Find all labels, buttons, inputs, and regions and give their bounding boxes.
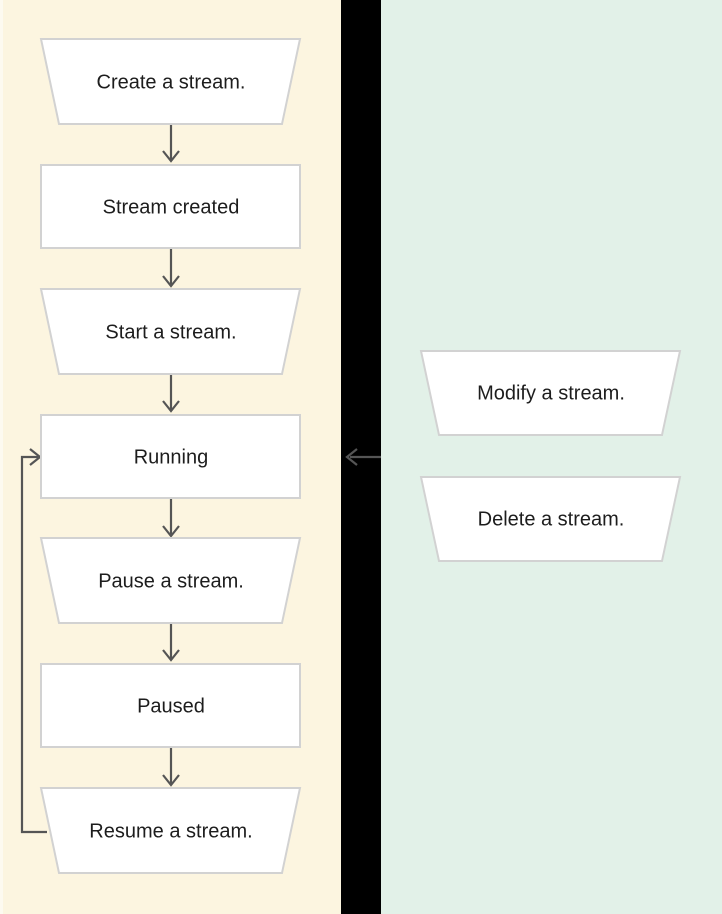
node-pause-a-stream-label: Pause a stream. [98, 570, 244, 592]
edge-running-to-pause [162, 499, 180, 538]
node-start-a-stream[interactable]: Start a stream. [39, 288, 302, 375]
node-create-a-stream-label: Create a stream. [97, 71, 246, 93]
edge-pause-to-paused [162, 623, 180, 662]
node-paused-label: Paused [137, 695, 205, 717]
edge-create-to-created [162, 124, 180, 163]
node-create-a-stream[interactable]: Create a stream. [39, 38, 302, 125]
node-modify-a-stream-label: Modify a stream. [477, 382, 625, 404]
edge-created-to-start [162, 249, 180, 288]
node-delete-a-stream[interactable]: Delete a stream. [419, 476, 682, 562]
node-running-label: Running [134, 446, 209, 468]
node-stream-created-label: Stream created [103, 196, 240, 218]
node-modify-a-stream[interactable]: Modify a stream. [419, 350, 682, 436]
node-pause-a-stream[interactable]: Pause a stream. [39, 537, 302, 624]
edge-paused-to-resume [162, 748, 180, 787]
node-resume-a-stream-label: Resume a stream. [89, 820, 252, 842]
edge-start-to-running [162, 374, 180, 413]
node-delete-a-stream-label: Delete a stream. [478, 508, 625, 530]
left-edge-strip [0, 0, 3, 914]
node-stream-created[interactable]: Stream created [40, 164, 301, 249]
node-paused[interactable]: Paused [40, 663, 301, 748]
node-resume-a-stream[interactable]: Resume a stream. [39, 787, 302, 874]
node-start-a-stream-label: Start a stream. [105, 321, 236, 343]
edge-operations-to-running [345, 448, 381, 466]
stream-operations-panel [381, 0, 722, 914]
edge-resume-to-running-loop [20, 448, 47, 834]
node-running[interactable]: Running [40, 414, 301, 499]
